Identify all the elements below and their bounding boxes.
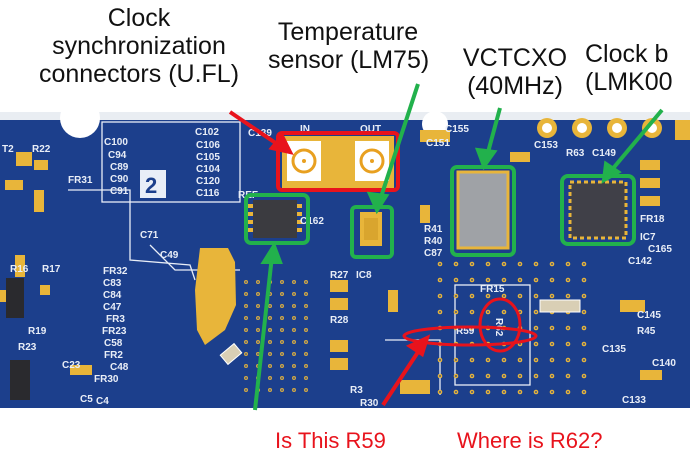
svg-text:C71: C71 (140, 230, 159, 241)
svg-text:C105: C105 (196, 152, 220, 163)
svg-text:R59: R59 (456, 326, 475, 337)
svg-text:C89: C89 (110, 162, 129, 173)
svg-text:C149: C149 (592, 148, 616, 159)
svg-text:C4: C4 (96, 396, 109, 407)
svg-text:R40: R40 (424, 236, 443, 247)
ufl-connectors (282, 136, 394, 188)
svg-text:C133: C133 (622, 395, 646, 406)
svg-text:T2: T2 (2, 144, 14, 155)
svg-text:R63: R63 (566, 148, 585, 159)
copper-pour (195, 248, 236, 345)
svg-text:R30: R30 (360, 398, 379, 409)
arrow-ic10 (253, 255, 274, 411)
svg-text:C83: C83 (103, 278, 122, 289)
arrow-lmk (608, 108, 664, 174)
svg-text:FR23: FR23 (102, 326, 127, 337)
svg-text:C47: C47 (103, 302, 122, 313)
svg-text:C104: C104 (196, 164, 220, 175)
svg-text:C142: C142 (628, 256, 652, 267)
svg-text:R45: R45 (637, 326, 656, 337)
svg-text:C151: C151 (426, 138, 450, 149)
svg-text:OUT: OUT (360, 124, 381, 135)
question-r59: Is This R59 (275, 428, 386, 453)
svg-text:C49: C49 (160, 250, 179, 261)
arrow-vctcxo (485, 107, 502, 157)
callout-temperature-sensor: Temperature sensor (LM75) (268, 18, 430, 74)
svg-text:C135: C135 (602, 344, 626, 355)
svg-text:C145: C145 (637, 310, 661, 321)
svg-text:C48: C48 (110, 362, 129, 373)
svg-text:C87: C87 (424, 248, 443, 259)
callout-clock-sync-connectors: Clock synchronization connectors (U.FL) (38, 4, 240, 88)
section-number-box (140, 170, 166, 198)
svg-text:C23: C23 (62, 360, 81, 371)
svg-text:C140: C140 (652, 358, 676, 369)
callout-clock-buffer: Clock b (LMK00 (585, 40, 673, 96)
svg-text:C153: C153 (534, 140, 558, 151)
arrow-lm75 (378, 83, 420, 201)
callout-vctcxo: VCTCXO (40MHz) (462, 44, 568, 100)
svg-text:C155: C155 (445, 124, 469, 135)
svg-text:R22: R22 (32, 144, 51, 155)
svg-text:R3: R3 (350, 385, 363, 396)
svg-text:C116: C116 (196, 188, 220, 199)
svg-text:C5: C5 (80, 394, 93, 405)
header-pads (537, 118, 690, 140)
svg-text:R17: R17 (42, 264, 61, 275)
svg-text:C100: C100 (104, 137, 128, 148)
svg-text:C102: C102 (195, 127, 219, 138)
svg-text:C90: C90 (110, 174, 129, 185)
highlight-ic10 (244, 193, 310, 245)
svg-text:FR32: FR32 (103, 266, 128, 277)
highlight-r62 (478, 297, 522, 353)
silkscreen-designators: T2 R22 FR31 C100 C94 C89 C90 C91 C102 C1… (2, 124, 676, 409)
svg-text:C94: C94 (108, 150, 127, 161)
svg-text:IC7: IC7 (640, 232, 656, 243)
arrow-r59 (381, 344, 424, 407)
lmk-chip (568, 180, 628, 240)
svg-text:R16: R16 (10, 264, 29, 275)
section-number: 2 (145, 173, 157, 198)
svg-text:R28: R28 (330, 315, 349, 326)
svg-text:FR18: FR18 (640, 214, 665, 225)
annotations (228, 83, 664, 411)
svg-text:C165: C165 (648, 244, 672, 255)
question-r62: Where is R62? (457, 428, 603, 453)
svg-text:IC8: IC8 (356, 270, 372, 281)
svg-text:C120: C120 (196, 176, 220, 187)
svg-text:C91: C91 (110, 186, 129, 197)
svg-text:FR15: FR15 (480, 284, 505, 295)
svg-text:C106: C106 (196, 140, 220, 151)
svg-text:R41: R41 (424, 224, 443, 235)
svg-text:FR31: FR31 (68, 175, 93, 186)
svg-text:R23: R23 (18, 342, 37, 353)
mounting-hole (60, 98, 100, 138)
svg-text:C58: C58 (104, 338, 123, 349)
highlight-ufl-connectors (276, 131, 400, 192)
vctcxo-crystal (456, 170, 510, 250)
svg-text:C84: C84 (103, 290, 122, 301)
svg-text:R27: R27 (330, 270, 349, 281)
highlight-lm75 (350, 205, 394, 259)
svg-text:FR3: FR3 (106, 314, 125, 325)
arrow-ufl (228, 110, 285, 150)
smd-component (219, 299, 581, 366)
svg-text:IN: IN (300, 124, 310, 135)
svg-text:FR2: FR2 (104, 350, 123, 361)
ic10-chip (253, 200, 297, 238)
svg-text:FR30: FR30 (94, 374, 119, 385)
highlight-r59 (402, 325, 538, 347)
svg-text:R19: R19 (28, 326, 47, 337)
svg-text:C162: C162 (300, 216, 324, 227)
highlight-lmk (560, 174, 636, 246)
